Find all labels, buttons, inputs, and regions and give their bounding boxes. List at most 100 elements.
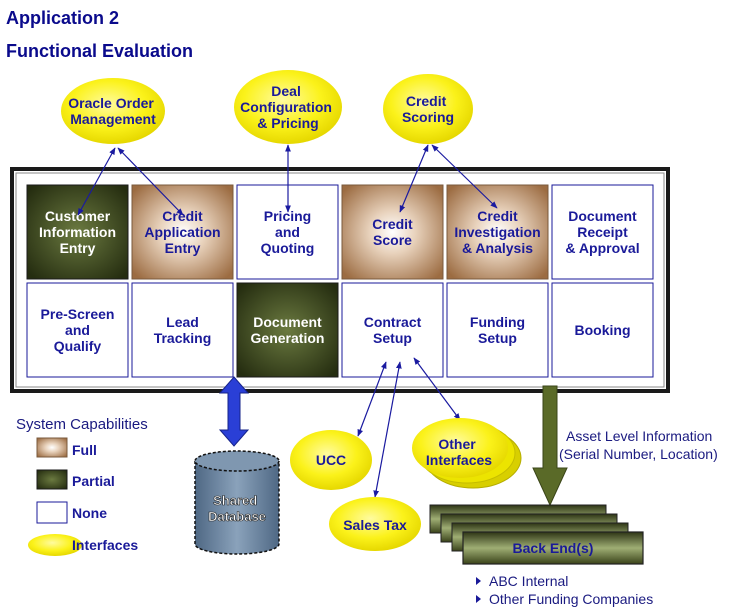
interface-ellipse [329, 497, 421, 551]
legend-swatch-interface [28, 534, 82, 556]
interface-ucc: UCC [290, 430, 372, 490]
interface-label: Sales Tax [343, 517, 407, 533]
capability-label-line: Application [144, 224, 220, 240]
interface-label-line: Credit [406, 93, 447, 109]
capability-box [26, 282, 129, 378]
capability-label-line: Credit [477, 208, 518, 224]
bullet-icon [476, 595, 481, 603]
capability-label-line: Score [373, 232, 412, 248]
capability-label-line: Pre-Screen [41, 306, 115, 322]
connector-contract-salestax [373, 361, 402, 498]
capability-label-line: Investigation [454, 224, 540, 240]
svg-text:Other Interfaces: Other Interfaces [426, 436, 492, 468]
database-arrow [218, 376, 250, 447]
connector-scoring-score [399, 144, 429, 213]
capability-label-line: Receipt [577, 224, 628, 240]
interface-ellipse [412, 418, 508, 478]
connector-contract-other [413, 357, 461, 421]
bullet-icon [476, 577, 481, 585]
capability-label-line: Contract [364, 314, 422, 330]
svg-text:Credit Scoring: Credit Scoring [402, 93, 454, 125]
asset-info-line: Asset Level Information [566, 428, 712, 444]
legend-swatch-partial [36, 469, 68, 490]
interface-label-line: Scoring [402, 109, 454, 125]
capability-label-line: Qualify [54, 338, 102, 354]
capability-label-line: Tracking [154, 330, 212, 346]
page-title: Application 2 [6, 8, 120, 28]
capability-label-line: Credit [162, 208, 203, 224]
svg-text:Oracle Order Management: Oracle Order Management [68, 95, 158, 127]
interface-ellipse [290, 430, 372, 490]
capability-label-line: Customer [45, 208, 111, 224]
legend: System Capabilities Full Partial None In… [16, 416, 148, 556]
capability-box [236, 282, 339, 378]
capability-box [131, 282, 234, 378]
back-end-item: ABC Internal [489, 573, 568, 589]
legend-label: Partial [72, 473, 115, 489]
svg-text:Shared Database: Shared Database [208, 493, 266, 524]
interface-ellipse [234, 70, 342, 144]
interface-label-line: Oracle Order [68, 95, 154, 111]
interface-other: Other Interfaces [412, 418, 522, 489]
capability-label-line: & Analysis [462, 240, 533, 256]
back-end-label: Back End(s) [513, 540, 594, 556]
legend-label: Full [72, 442, 97, 458]
legend-label: Interfaces [72, 537, 138, 553]
capability-box [446, 282, 549, 378]
page-subtitle: Functional Evaluation [6, 41, 194, 61]
bottom-connectors [357, 357, 461, 498]
legend-swatch-none [36, 501, 68, 524]
svg-text:Deal Configuration: Deal Configuration & Pricing [240, 83, 336, 131]
legend-swatch-full [36, 437, 68, 458]
capability-label-line: Funding [470, 314, 525, 330]
connector-oracle-customer [77, 147, 116, 216]
svg-text:Asset Level Information (S: Asset Level Information (Serial Number, … [559, 428, 718, 462]
interface-credit-scoring: Credit Scoring [383, 74, 473, 144]
capability-label-line: Setup [373, 330, 412, 346]
interface-label-line: Other [438, 436, 476, 452]
database-label: Database [208, 509, 266, 524]
interface-label-line: Management [70, 111, 156, 127]
connector-scoring-investigation [431, 144, 498, 209]
capability-label-line: Quoting [261, 240, 315, 256]
top-connectors [77, 144, 498, 216]
interface-sales-tax: Sales Tax [329, 497, 421, 551]
interface-label-line: Configuration [240, 99, 332, 115]
capability-label-line: Entry [165, 240, 201, 256]
capability-booking: Booking [551, 282, 654, 378]
legend-label: None [72, 505, 107, 521]
system-frame-inner [15, 172, 665, 388]
interface-deal: Deal Configuration & Pricing [234, 70, 342, 144]
interface-oracle: Oracle Order Management [61, 78, 165, 144]
interface-label-line: & Pricing [257, 115, 318, 131]
capability-label-line: & Approval [565, 240, 639, 256]
interface-label: UCC [316, 452, 346, 468]
capability-label-line: Document [253, 314, 322, 330]
capability-box [551, 184, 654, 280]
svg-text:Booking: Booking [575, 322, 631, 338]
interface-ellipse [61, 78, 165, 144]
capability-label-line: Credit [372, 216, 413, 232]
capability-label-line: Setup [478, 330, 517, 346]
back-end-item: Other Funding Companies [489, 591, 653, 607]
interface-label-line: Deal [271, 83, 301, 99]
interface-label-line: Interfaces [426, 452, 492, 468]
capability-label-line: Booking [575, 322, 631, 338]
connector-oracle-credit-app [117, 147, 184, 216]
